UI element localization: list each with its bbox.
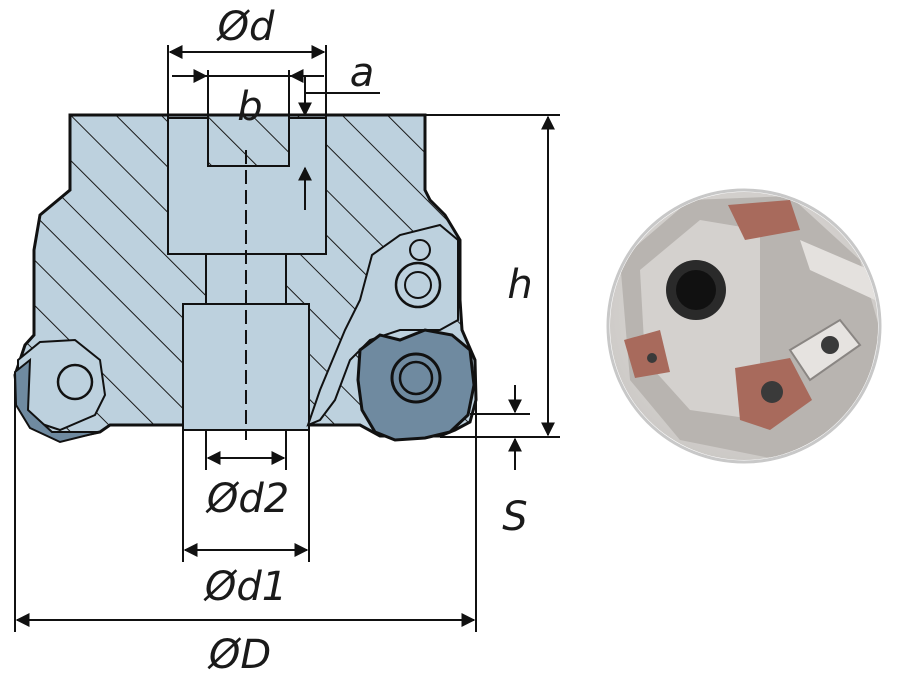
label-a: a	[350, 50, 375, 96]
dimension-lines	[14, 45, 560, 632]
clamp-screw-top	[409, 239, 431, 261]
left-insert	[13, 357, 101, 444]
clamp-screw-inner	[404, 271, 432, 299]
label-d: Ød	[216, 4, 275, 50]
product-photo	[606, 188, 882, 464]
insert-screw-inner	[398, 360, 434, 396]
label-b: b	[237, 84, 262, 130]
label-big-d: ØD	[207, 632, 271, 675]
label-d2: Ød2	[205, 476, 289, 522]
dimension-labels: Ød a b h S Ød2 Ød1 ØD	[203, 4, 533, 675]
left-screw-hole	[56, 363, 94, 401]
label-s: S	[502, 494, 527, 540]
label-h: h	[507, 262, 532, 308]
label-d1: Ød1	[203, 564, 287, 610]
cutter-body-section	[13, 113, 478, 444]
